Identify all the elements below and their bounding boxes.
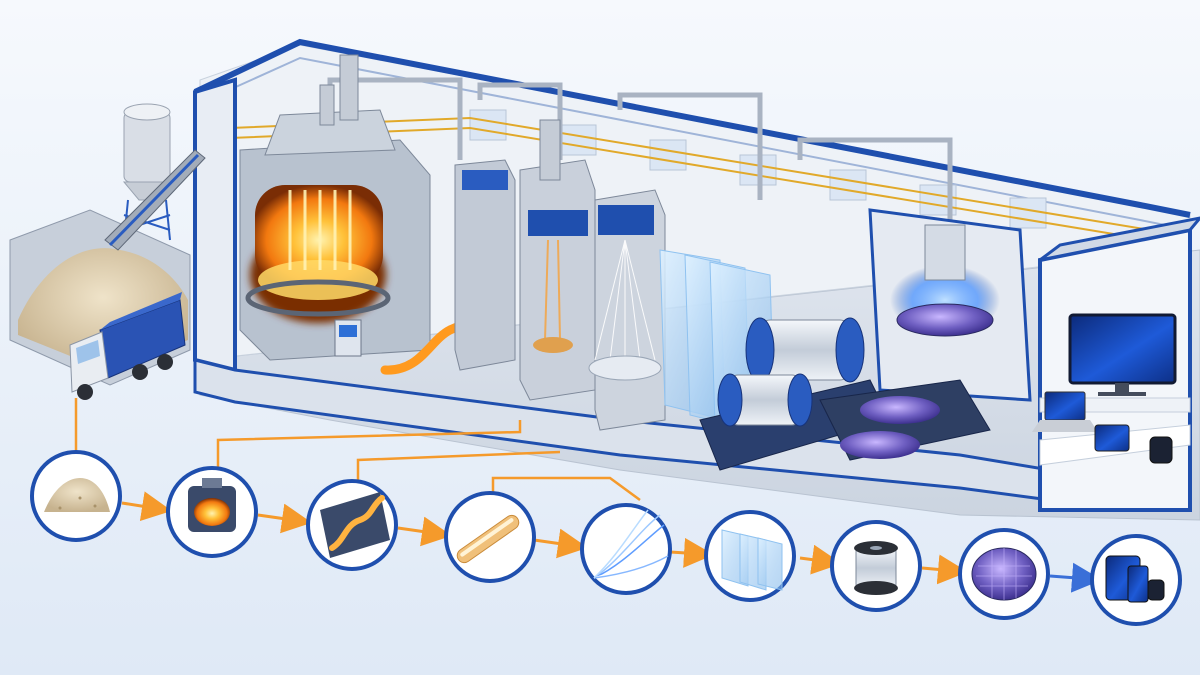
wafer-icon: [971, 547, 1037, 601]
spool-large: [745, 317, 865, 383]
step-silicon-wafer: [958, 528, 1050, 620]
fiber-bundle-station: [588, 189, 666, 431]
arrow-2: [257, 503, 312, 534]
step-raw-sand: [30, 450, 122, 542]
fiber-drawing-tower: [519, 119, 596, 401]
process-flow: [30, 398, 1182, 626]
roof-rim: [193, 38, 1191, 218]
melting-furnace-unit: [239, 54, 483, 375]
wafer-cleanroom: [819, 208, 1032, 461]
arrow-8: [1049, 562, 1102, 593]
fiber-spool-icon: [854, 541, 898, 595]
step-fiber-drawing: [580, 503, 672, 595]
molten-channel: [380, 313, 483, 375]
left-end-wall: [193, 77, 237, 373]
devices-display: [1032, 313, 1191, 466]
molten-channel-icon: [320, 492, 390, 558]
sand-conveyor: [104, 149, 206, 251]
glass-sheets-icon: [721, 529, 783, 591]
fiber-strands-icon: [593, 509, 669, 579]
arrow-5: [669, 537, 714, 568]
dump-truck: [69, 292, 186, 400]
arrow-4: [533, 528, 588, 559]
flow-connectors: [74, 398, 641, 502]
arrow-3: [397, 516, 452, 547]
step-molten-channel: [306, 479, 398, 571]
furnace-chamber: [245, 185, 391, 323]
wafer-stage-2: [840, 431, 920, 459]
spool-small: [717, 373, 813, 427]
flow-arrows: [121, 491, 1102, 593]
step-glass-sheets: [704, 510, 796, 602]
glass-rod-icon: [456, 514, 520, 564]
sand-silo: [122, 103, 172, 241]
wafer-stage-1: [860, 396, 940, 424]
arrow-6: [799, 544, 842, 575]
step-glass-rod: [444, 491, 536, 583]
step-electronic-devices: [1090, 534, 1182, 626]
sand-pile-icon: [44, 478, 110, 512]
step-melting-furnace: [166, 466, 258, 558]
furnace-control-panel: [334, 319, 362, 357]
arrow-1: [121, 491, 172, 522]
arrow-7: [921, 554, 968, 585]
glass-forming-station: [454, 159, 516, 371]
devices-icon: [1105, 555, 1165, 603]
furnace-icon: [188, 478, 236, 532]
step-fiber-spool: [830, 520, 922, 612]
